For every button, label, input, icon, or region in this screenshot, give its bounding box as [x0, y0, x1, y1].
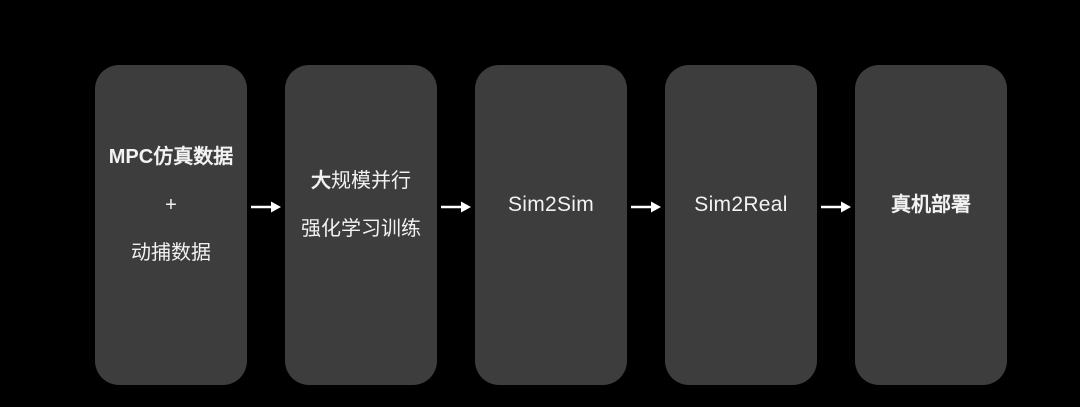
pipeline-row: MPC仿真数据 + 动捕数据 大规模并行 强化学习训练 Sim2Sim: [95, 65, 1007, 385]
step-label-line: 强化学习训练: [301, 218, 421, 240]
step-label-line: MPC仿真数据: [108, 146, 234, 168]
right-arrow-icon: [631, 201, 661, 213]
step-label-line: 大规模并行: [311, 157, 411, 205]
arrow-4: [817, 187, 855, 227]
flow-step-deploy: 真机部署: [855, 65, 1007, 385]
step-label: Sim2Real: [694, 193, 788, 216]
plus-sign: +: [165, 194, 177, 216]
flow-step-rl-training: 大规模并行 强化学习训练: [285, 65, 437, 385]
step-label-rest: 规模并行: [331, 170, 411, 192]
right-arrow-icon: [251, 201, 281, 213]
arrow-3: [627, 187, 665, 227]
right-arrow-icon: [821, 201, 851, 213]
flow-step-sim2real: Sim2Real: [665, 65, 817, 385]
step-label-line: 动捕数据: [131, 242, 211, 264]
step-label: Sim2Sim: [507, 193, 595, 216]
step-label: 真机部署: [891, 194, 971, 216]
arrow-2: [437, 187, 475, 227]
arrow-1: [247, 187, 285, 227]
flow-step-training-data: MPC仿真数据 + 动捕数据: [95, 65, 247, 385]
flow-step-sim2sim: Sim2Sim: [475, 65, 627, 385]
step-label-bold-part: 大: [311, 170, 331, 192]
right-arrow-icon: [441, 201, 471, 213]
